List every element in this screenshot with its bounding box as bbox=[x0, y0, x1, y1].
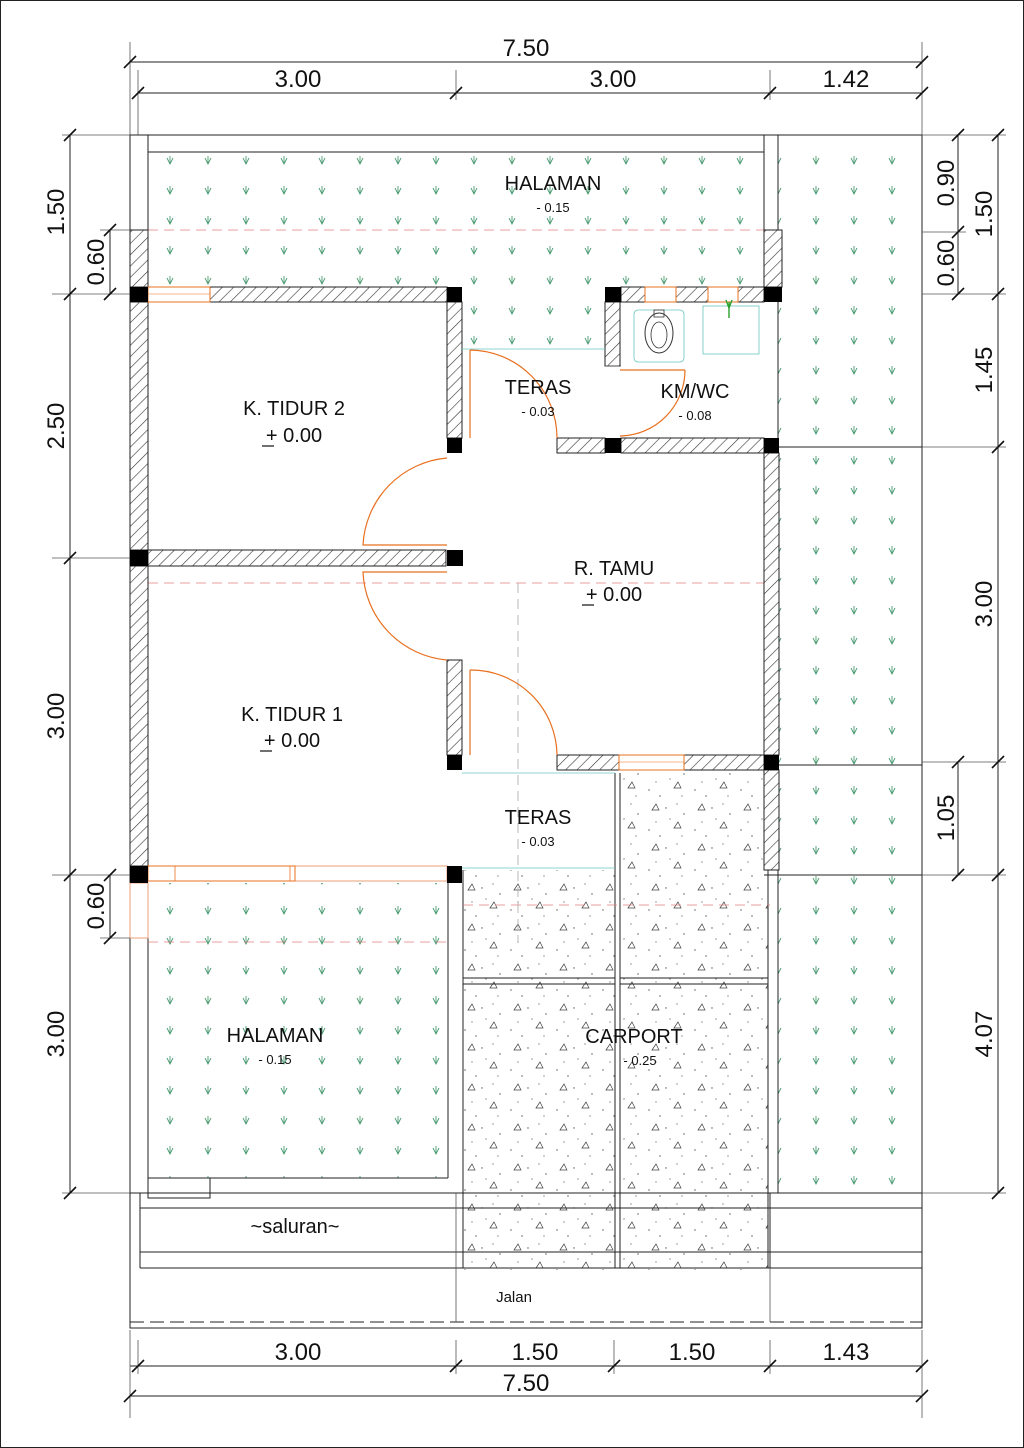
saluran-label: ~saluran~ bbox=[251, 1216, 340, 1238]
halaman-top-area bbox=[148, 152, 764, 287]
carport-level: - 0.25 bbox=[623, 1053, 656, 1068]
teras-top-level: - 0.03 bbox=[521, 404, 554, 419]
teras-bottom-level: - 0.03 bbox=[521, 834, 554, 849]
dim-top bbox=[123, 42, 929, 135]
dim-left-4: 3.00 bbox=[43, 1011, 70, 1058]
carport-label: CARPORT bbox=[585, 1026, 682, 1048]
halaman-top-level: - 0.15 bbox=[536, 200, 569, 215]
dim-right-3: 3.00 bbox=[971, 581, 998, 628]
dim-bottom-segment-4: 1.43 bbox=[823, 1339, 870, 1366]
halaman-top-label: HALAMAN bbox=[505, 173, 602, 195]
tidur2-level: + 0.00 bbox=[266, 425, 322, 447]
toilet-icon bbox=[633, 309, 685, 363]
windows bbox=[147, 286, 739, 882]
columns bbox=[130, 287, 782, 883]
dim-left-inner-2: 0.60 bbox=[83, 883, 110, 930]
halaman-bottom-area bbox=[148, 883, 448, 1178]
dim-left-1: 1.50 bbox=[43, 189, 70, 236]
dim-top-total: 7.50 bbox=[503, 35, 550, 62]
reference-lines bbox=[148, 229, 770, 943]
tamu-level: + 0.00 bbox=[586, 584, 642, 606]
walls bbox=[129, 229, 783, 939]
side-garden bbox=[778, 135, 922, 1193]
dim-right-inner-2: 0.60 bbox=[933, 240, 960, 287]
teras-top-grass bbox=[458, 287, 606, 349]
dim-right-inner-1: 0.90 bbox=[933, 160, 960, 207]
tidur1-label: K. TIDUR 1 bbox=[241, 704, 343, 726]
basin-icon bbox=[702, 299, 760, 355]
halaman-bottom-level: - 0.15 bbox=[258, 1052, 291, 1067]
tidur2-label: K. TIDUR 2 bbox=[243, 398, 345, 420]
kmwc-label: KM/WC bbox=[661, 381, 730, 403]
kmwc-level: - 0.08 bbox=[678, 408, 711, 423]
dim-left-inner-1: 0.60 bbox=[83, 239, 110, 286]
dim-left-2: 2.50 bbox=[43, 403, 70, 450]
carport-paving-left bbox=[463, 870, 615, 1270]
tidur1-level: + 0.00 bbox=[264, 730, 320, 752]
dim-left-3: 3.00 bbox=[43, 693, 70, 740]
dim-right bbox=[922, 128, 1006, 1200]
jalan-label: Jalan bbox=[496, 1289, 532, 1306]
dim-left bbox=[52, 128, 130, 1200]
carport-paving-right bbox=[620, 773, 768, 1270]
teras-bottom-label: TERAS bbox=[505, 807, 572, 829]
halaman-bottom-label: HALAMAN bbox=[227, 1025, 324, 1047]
doors bbox=[362, 349, 686, 756]
teras-edges bbox=[462, 348, 621, 869]
dim-top-segment-1: 3.00 bbox=[275, 66, 322, 93]
dim-bottom-segment-3: 1.50 bbox=[669, 1339, 716, 1366]
dim-bottom-total: 7.50 bbox=[503, 1370, 550, 1397]
dim-right-1: 1.50 bbox=[971, 191, 998, 238]
teras-top-label: TERAS bbox=[505, 377, 572, 399]
dim-right-2: 1.45 bbox=[971, 347, 998, 394]
dim-bottom-segment-1: 3.00 bbox=[275, 1339, 322, 1366]
dim-top-segment-2: 3.00 bbox=[590, 66, 637, 93]
dim-right-inner-3: 1.05 bbox=[933, 795, 960, 842]
dim-bottom bbox=[123, 1330, 929, 1418]
dim-bottom-segment-2: 1.50 bbox=[512, 1339, 559, 1366]
dim-right-4: 4.07 bbox=[971, 1011, 998, 1058]
tamu-label: R. TAMU bbox=[574, 558, 654, 580]
dim-top-segment-3: 1.42 bbox=[823, 66, 870, 93]
